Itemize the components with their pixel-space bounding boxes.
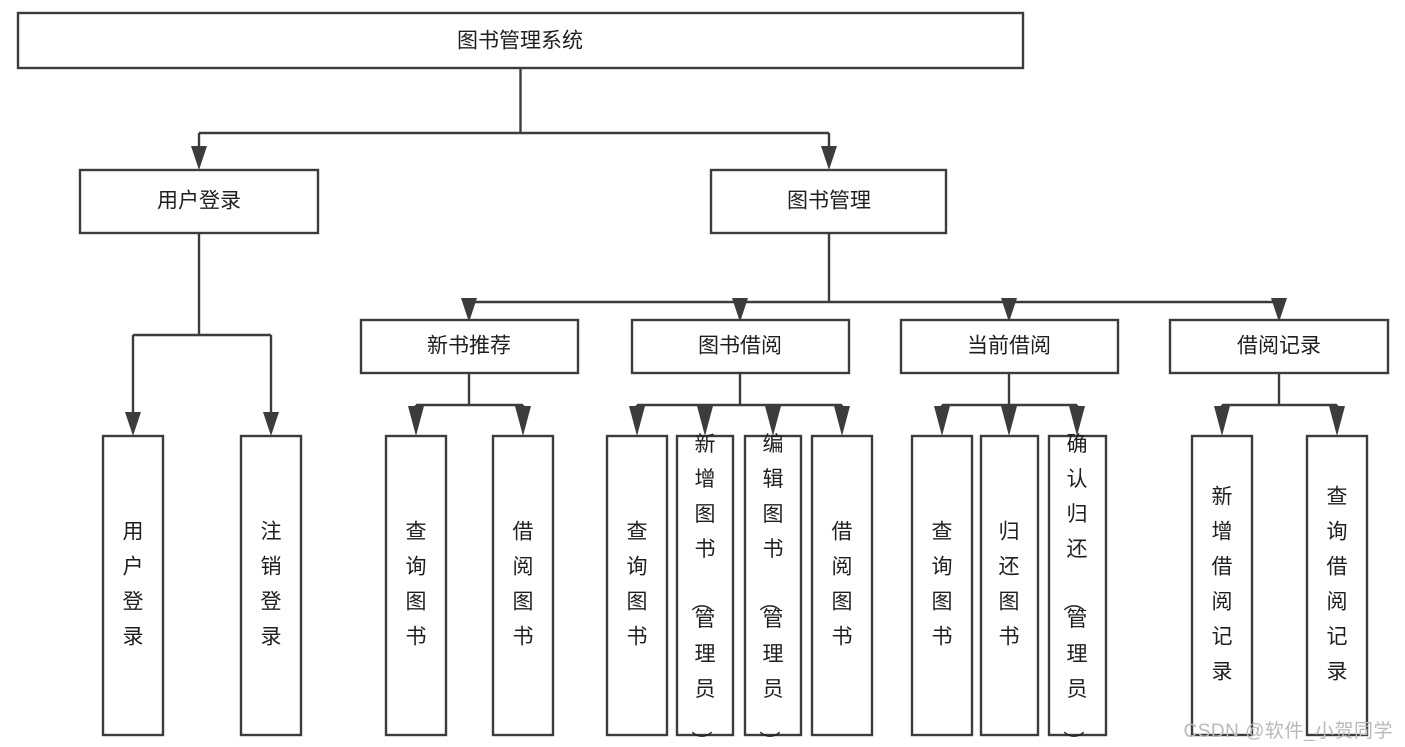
node-leaf-return-book-box[interactable]: [979, 434, 1040, 737]
arrow-head-leaf-query-book-1: [408, 406, 424, 436]
node-leaf-borrow-book-2-box[interactable]: [810, 434, 874, 737]
node-borrow-record[interactable]: 借阅记录: [1168, 318, 1390, 375]
node-user-login[interactable]: 用户登录: [78, 168, 320, 235]
node-leaf-borrow-book-2[interactable]: 借阅图书: [810, 434, 874, 737]
arrow-head-book-manage: [821, 146, 837, 170]
connector-group-current-borrow: [934, 373, 1085, 436]
node-leaf-user-login-label: 用户登录: [123, 520, 144, 648]
node-leaf-return-book-label: 归还图书: [999, 520, 1020, 648]
node-leaf-query-book-2-label: 查询图书: [627, 520, 648, 648]
arrow-head-new-book-recommend: [461, 298, 477, 322]
node-current-borrow[interactable]: 当前借阅: [899, 318, 1120, 375]
connector-group-borrow-record: [1214, 373, 1345, 436]
node-leaf-add-record-label: 新增借阅记录: [1212, 485, 1233, 683]
node-leaf-query-book-3-box[interactable]: [910, 434, 974, 737]
node-leaf-query-book-3-label: 查询图书: [932, 520, 953, 648]
node-leaf-query-book-2-box[interactable]: [605, 434, 669, 737]
node-leaf-query-book-1[interactable]: 查询图书: [384, 434, 448, 737]
node-book-manage-label: 图书管理: [787, 190, 871, 213]
node-leaf-confirm-return[interactable]: 确认归还（管理员）: [1047, 433, 1108, 747]
arrow-head-leaf-add-record: [1214, 406, 1230, 436]
node-book-borrow-box[interactable]: [630, 318, 851, 375]
arrow-head-leaf-edit-book: [765, 406, 781, 436]
arrow-head-leaf-add-book: [697, 406, 713, 436]
node-leaf-add-book-label: 新增图书（管理员）: [690, 433, 716, 747]
node-leaf-edit-book-label: 编辑图书（管理员）: [758, 433, 784, 747]
node-book-manage[interactable]: 图书管理: [709, 168, 948, 235]
node-leaf-user-login[interactable]: 用户登录: [101, 434, 165, 737]
node-leaf-add-record-box[interactable]: [1190, 434, 1254, 737]
connector-group-user-login: [125, 233, 279, 436]
node-leaf-query-book-1-label: 查询图书: [406, 520, 427, 648]
node-leaf-query-book-2[interactable]: 查询图书: [605, 434, 669, 737]
node-leaf-edit-book[interactable]: 编辑图书（管理员）: [743, 433, 803, 747]
node-root-box[interactable]: [16, 11, 1025, 70]
node-root-label: 图书管理系统: [457, 30, 583, 53]
arrow-head-current-borrow: [1001, 298, 1017, 322]
node-leaf-borrow-book-2-label: 借阅图书: [832, 520, 853, 648]
node-leaf-logout-login-box[interactable]: [239, 434, 303, 737]
node-leaf-confirm-return-box[interactable]: [1047, 434, 1108, 737]
node-book-manage-box[interactable]: [709, 168, 948, 235]
node-borrow-record-label: 借阅记录: [1237, 335, 1321, 358]
node-leaf-edit-book-box[interactable]: [743, 434, 803, 737]
node-book-borrow-label: 图书借阅: [698, 335, 782, 358]
node-leaf-query-book-3[interactable]: 查询图书: [910, 434, 974, 737]
arrow-head-user-login: [191, 146, 207, 170]
node-leaf-logout-login-label: 注销登录: [261, 520, 282, 648]
node-new-book-recommend-label: 新书推荐: [427, 335, 511, 358]
node-leaf-return-book[interactable]: 归还图书: [979, 434, 1040, 737]
node-root[interactable]: 图书管理系统: [16, 11, 1025, 70]
node-leaf-query-record-label: 查询借阅记录: [1327, 485, 1348, 683]
csdn-watermark: CSDN @软件_小贺同学: [1183, 721, 1393, 742]
arrow-head-leaf-borrow-book-1: [515, 406, 531, 436]
arrow-head-leaf-query-book-2: [629, 406, 645, 436]
connector-group-root: [191, 68, 837, 170]
node-leaf-query-record-box[interactable]: [1305, 434, 1369, 737]
node-leaf-add-book-box[interactable]: [675, 434, 735, 737]
node-leaf-user-login-box[interactable]: [101, 434, 165, 737]
arrow-head-leaf-confirm-return: [1069, 406, 1085, 436]
node-leaf-borrow-book-1-label: 借阅图书: [513, 520, 534, 648]
node-leaf-borrow-book-1-box[interactable]: [491, 434, 555, 737]
node-leaf-add-record[interactable]: 新增借阅记录: [1190, 434, 1254, 737]
node-borrow-record-box[interactable]: [1168, 318, 1390, 375]
node-leaf-confirm-return-label: 确认归还（管理员）: [1062, 433, 1088, 747]
node-current-borrow-box[interactable]: [899, 318, 1120, 375]
node-current-borrow-label: 当前借阅: [967, 335, 1051, 358]
node-leaf-borrow-book-1[interactable]: 借阅图书: [491, 434, 555, 737]
node-leaf-add-book[interactable]: 新增图书（管理员）: [675, 433, 735, 747]
connector-group-new-book-recommend: [408, 373, 531, 436]
node-book-borrow[interactable]: 图书借阅: [630, 318, 851, 375]
node-leaf-logout-login[interactable]: 注销登录: [239, 434, 303, 737]
arrow-head-book-borrow: [732, 298, 748, 322]
connector-group-book-borrow: [629, 373, 850, 436]
connector-group-book-manage: [461, 233, 1287, 322]
arrow-head-borrow-record: [1271, 298, 1287, 322]
arrow-head-leaf-borrow-book-2: [834, 406, 850, 436]
arrow-head-leaf-return-book: [1001, 406, 1017, 436]
node-new-book-recommend[interactable]: 新书推荐: [359, 318, 580, 375]
arrow-head-leaf-logout-login: [263, 412, 279, 436]
node-leaf-query-record[interactable]: 查询借阅记录: [1305, 434, 1369, 737]
arrow-head-leaf-user-login: [125, 412, 141, 436]
node-leaf-query-book-1-box[interactable]: [384, 434, 448, 737]
node-user-login-box[interactable]: [78, 168, 320, 235]
node-user-login-label: 用户登录: [157, 190, 241, 213]
node-new-book-recommend-box[interactable]: [359, 318, 580, 375]
arrow-head-leaf-query-record: [1329, 406, 1345, 436]
arrow-head-leaf-query-book-3: [934, 406, 950, 436]
